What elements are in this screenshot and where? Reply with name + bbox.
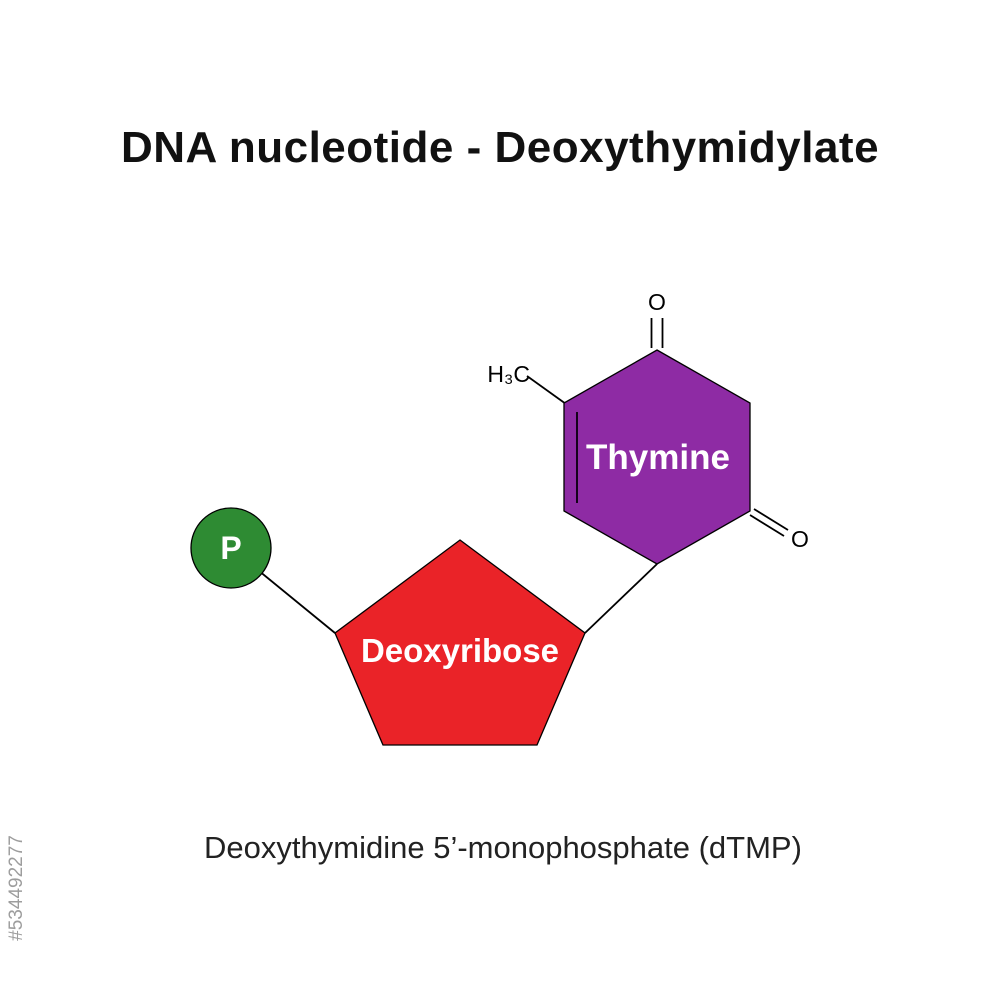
double-bond-right-oxygen: [749, 508, 789, 537]
stock-watermark-id: #534492277: [6, 835, 27, 941]
oxygen-right-label: O: [791, 526, 809, 552]
page-title: DNA nucleotide - Deoxythymidylate: [121, 123, 879, 172]
double-bond-top-oxygen: [650, 318, 664, 348]
phosphate-label: P: [220, 530, 241, 566]
thymine-hexagon: [563, 349, 751, 565]
bond-sugar-base: [584, 563, 658, 634]
bond-methyl-to-ring: [526, 375, 567, 405]
deoxyribose-pentagon: [334, 539, 586, 746]
methyl-group-label: H₃C: [487, 361, 530, 387]
deoxyribose-label: Deoxyribose: [361, 632, 559, 669]
oxygen-top-label: O: [648, 289, 666, 315]
caption: Deoxythymidine 5’-monophosphate (dTMP): [204, 830, 802, 865]
phosphate-circle: [190, 507, 272, 589]
thymine-label: Thymine: [586, 438, 730, 477]
